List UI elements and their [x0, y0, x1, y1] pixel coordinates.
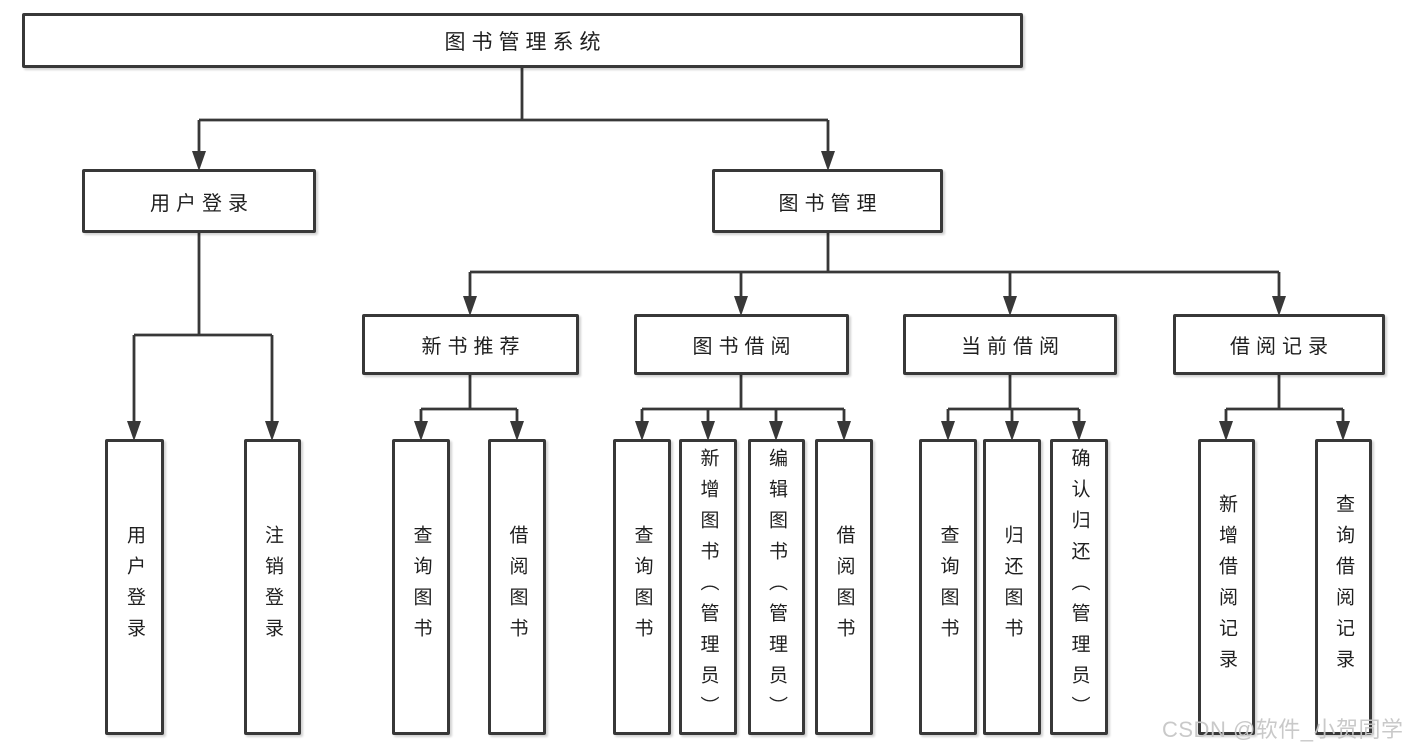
leaf-cb-return-books: 归还图书: [983, 439, 1041, 735]
arrowheads: [127, 151, 1350, 441]
node-user-login: 用户登录: [82, 169, 316, 233]
node-book-management-label: 图书管理: [778, 192, 883, 215]
node-book-borrowing: 图书借阅: [634, 314, 849, 375]
leaf-bb-add-books-admin-label: 新增图书（管理员）: [697, 447, 719, 727]
leaf-cb-confirm-return-admin-label: 确认归还（管理员）: [1068, 447, 1090, 727]
leaf-bb-edit-books-admin: 编辑图书（管理员）: [748, 439, 805, 735]
leaf-bb-query-books: 查询图书: [613, 439, 671, 735]
leaf-br-add-record-label: 新增借阅记录: [1216, 494, 1237, 680]
leaf-nbr-borrow-books-label: 借阅图书: [506, 525, 528, 649]
leaf-logout-label: 注销登录: [262, 525, 283, 649]
leaf-cb-query-books: 查询图书: [919, 439, 977, 735]
node-new-book-recommend: 新书推荐: [362, 314, 579, 375]
leaf-br-add-record: 新增借阅记录: [1198, 439, 1255, 735]
node-root: 图书管理系统: [22, 13, 1023, 68]
leaf-cb-return-books-label: 归还图书: [1001, 525, 1023, 649]
node-book-borrowing-label: 图书借阅: [692, 336, 797, 358]
leaf-cb-query-books-label: 查询图书: [937, 525, 959, 649]
leaf-user-login: 用户登录: [105, 439, 164, 735]
leaf-br-query-record: 查询借阅记录: [1315, 439, 1372, 735]
tree-edges: [132, 68, 1345, 423]
csdn-watermark: CSDN @软件_小贺同学: [1162, 717, 1404, 742]
leaf-nbr-query-books-label: 查询图书: [410, 525, 432, 649]
node-current-borrowing: 当前借阅: [903, 314, 1117, 375]
node-borrowing-records: 借阅记录: [1173, 314, 1385, 375]
node-root-label: 图书管理系统: [444, 30, 607, 54]
leaf-nbr-borrow-books: 借阅图书: [488, 439, 546, 735]
leaf-bb-query-books-label: 查询图书: [631, 525, 653, 649]
node-user-login-label: 用户登录: [150, 192, 254, 215]
leaf-br-query-record-label: 查询借阅记录: [1333, 494, 1354, 680]
leaf-cb-confirm-return-admin: 确认归还（管理员）: [1050, 439, 1108, 735]
leaf-bb-edit-books-admin-label: 编辑图书（管理员）: [766, 447, 787, 727]
node-current-borrowing-label: 当前借阅: [961, 336, 1065, 358]
leaf-bb-borrow-books-label: 借阅图书: [833, 525, 855, 649]
node-new-book-recommend-label: 新书推荐: [421, 336, 526, 358]
leaf-bb-borrow-books: 借阅图书: [815, 439, 873, 735]
leaf-nbr-query-books: 查询图书: [392, 439, 450, 735]
leaf-logout: 注销登录: [244, 439, 301, 735]
leaf-user-login-label: 用户登录: [124, 525, 145, 649]
leaf-bb-add-books-admin: 新增图书（管理员）: [679, 439, 737, 735]
node-borrowing-records-label: 借阅记录: [1230, 336, 1334, 358]
node-book-management: 图书管理: [712, 169, 943, 233]
